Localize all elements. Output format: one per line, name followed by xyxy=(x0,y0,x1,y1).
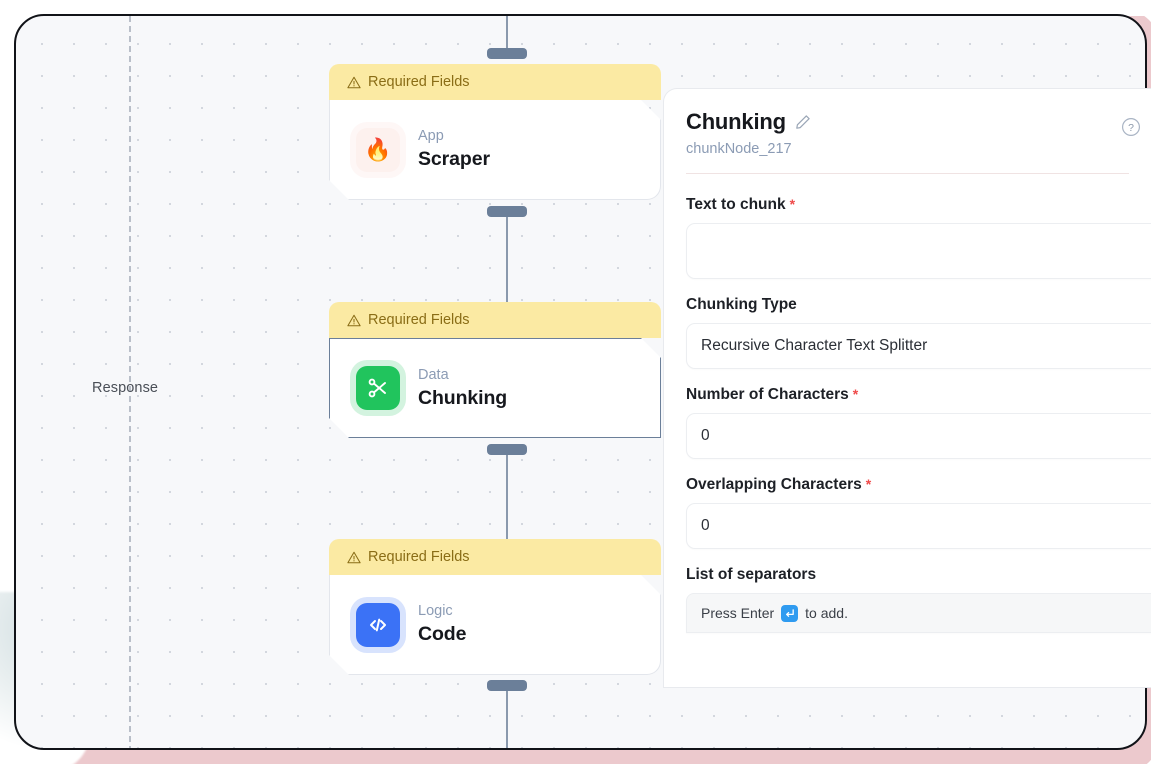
text-to-chunk-input[interactable] xyxy=(686,223,1151,279)
node-chunking-banner-label: Required Fields xyxy=(368,312,470,328)
node-chunking[interactable]: Required Fields Data Chunking xyxy=(329,302,661,438)
field-text-to-chunk-label: Text to chunk * xyxy=(686,196,796,213)
field-number-of-characters-label: Number of Characters * xyxy=(686,386,859,403)
field-list-of-separators: List of separators Press Enter to add. xyxy=(686,566,1151,633)
node-code-banner-label: Required Fields xyxy=(368,549,470,565)
node-chunking-kind: Data xyxy=(418,366,449,383)
node-chunking-text: Data Chunking xyxy=(418,366,507,411)
enter-key-icon xyxy=(781,604,799,622)
field-chunking-type-label: Chunking Type xyxy=(686,296,797,313)
overlapping-characters-input[interactable]: 0 xyxy=(686,503,1151,549)
field-overlapping-characters: Overlapping Characters * 0 xyxy=(686,476,1151,549)
lane-divider xyxy=(129,16,131,748)
wire-scraper-to-chunking xyxy=(506,208,508,312)
handle-chunking-out[interactable] xyxy=(487,444,527,455)
node-chunking-body[interactable]: Data Chunking xyxy=(329,338,661,438)
required-asterisk: * xyxy=(789,196,796,212)
wire-top-inlet xyxy=(506,16,508,50)
wire-code-outlet xyxy=(506,684,508,748)
chunking-type-value: Recursive Character Text Splitter xyxy=(701,337,928,354)
code-brackets-icon xyxy=(356,603,400,647)
handle-scraper-out[interactable] xyxy=(487,206,527,217)
node-scraper-banner-label: Required Fields xyxy=(368,74,470,90)
node-scraper-text: App Scraper xyxy=(418,127,490,172)
field-list-of-separators-label: List of separators xyxy=(686,566,817,583)
flame-icon: 🔥 xyxy=(356,128,400,172)
required-asterisk: * xyxy=(852,386,859,402)
node-chunking-banner: Required Fields xyxy=(329,302,661,338)
node-code-body[interactable]: Logic Code xyxy=(329,575,661,675)
field-overlapping-characters-label: Overlapping Characters * xyxy=(686,476,872,493)
node-scraper-title: Scraper xyxy=(418,148,490,171)
node-code-banner: Required Fields xyxy=(329,539,661,575)
scissors-icon xyxy=(356,366,400,410)
panel-title-row: Chunking xyxy=(686,109,1129,135)
number-of-characters-input[interactable]: 0 xyxy=(686,413,1151,459)
field-chunking-type: Chunking Type Recursive Character Text S… xyxy=(686,296,1151,369)
node-code-text: Logic Code xyxy=(418,602,466,647)
panel-scroll-fade xyxy=(664,661,1151,687)
required-asterisk: * xyxy=(865,476,872,492)
field-text-to-chunk: Text to chunk * xyxy=(686,196,1151,279)
handle-scraper-in[interactable] xyxy=(487,48,527,59)
node-settings-panel: Chunking chunkNode_217 ? Text to chunk * xyxy=(663,88,1151,688)
separators-hint-after: to add. xyxy=(805,605,848,621)
chunking-type-select[interactable]: Recursive Character Text Splitter xyxy=(686,323,1151,369)
svg-text:?: ? xyxy=(1128,122,1134,134)
number-of-characters-value: 0 xyxy=(701,427,710,444)
panel-title: Chunking xyxy=(686,109,786,134)
panel-header: Chunking chunkNode_217 ? xyxy=(664,89,1151,157)
backdrop-top-strip xyxy=(0,0,1151,16)
warning-triangle-icon xyxy=(347,314,361,326)
warning-triangle-icon xyxy=(347,76,361,88)
panel-divider xyxy=(686,173,1129,174)
panel-form: Text to chunk * Chunking Type Recursive … xyxy=(664,174,1151,633)
question-circle-icon[interactable]: ? xyxy=(1121,117,1141,137)
lane-label-response: Response xyxy=(92,380,159,396)
node-scraper-banner: Required Fields xyxy=(329,64,661,100)
node-scraper-body[interactable]: 🔥 App Scraper xyxy=(329,100,661,200)
warning-triangle-icon xyxy=(347,551,361,563)
node-code-kind: Logic xyxy=(418,603,453,620)
node-code[interactable]: Required Fields Logic Code xyxy=(329,539,661,675)
separators-hint-before: Press Enter xyxy=(701,605,775,621)
list-of-separators-input[interactable]: Press Enter to add. xyxy=(686,593,1151,633)
overlapping-characters-value: 0 xyxy=(701,517,710,534)
field-number-of-characters: Number of Characters * 0 xyxy=(686,386,1151,459)
handle-code-out[interactable] xyxy=(487,680,527,691)
node-code-title: Code xyxy=(418,623,467,646)
node-scraper-kind: App xyxy=(418,128,444,145)
pencil-icon[interactable] xyxy=(795,114,811,130)
panel-node-id: chunkNode_217 xyxy=(686,141,792,157)
node-chunking-title: Chunking xyxy=(418,386,508,409)
wire-chunking-to-code xyxy=(506,446,508,550)
node-scraper[interactable]: Required Fields 🔥 App Scraper xyxy=(329,64,661,200)
